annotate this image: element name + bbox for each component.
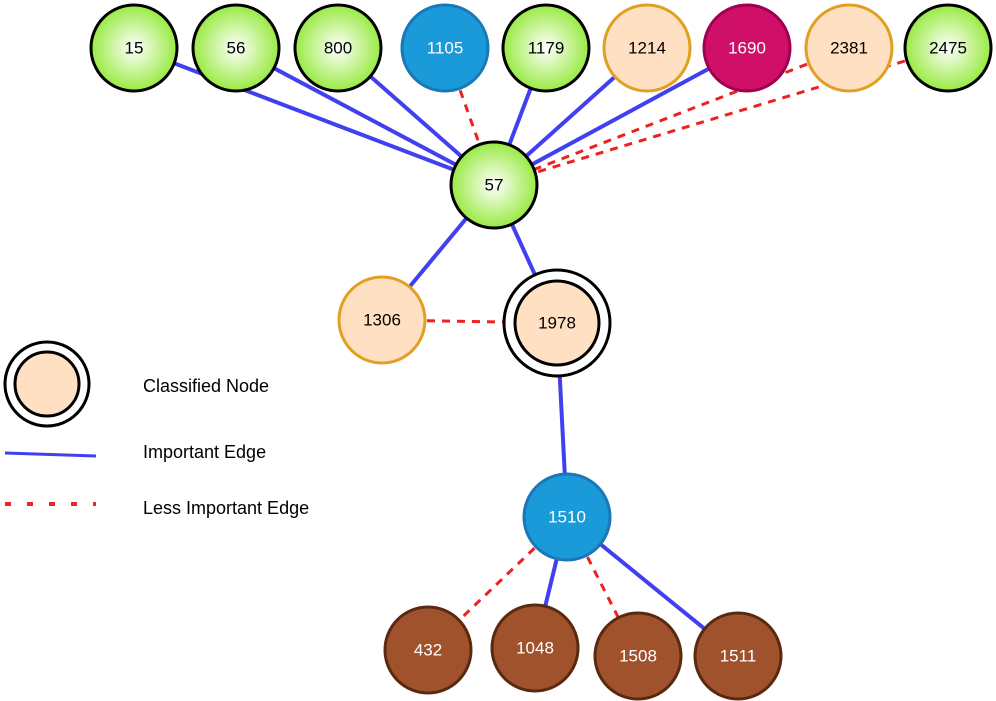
node-432-circle xyxy=(383,605,473,695)
legend-classified-label: Classified Node xyxy=(143,376,269,396)
node-1048: 1048 xyxy=(490,603,580,693)
node-1978-circle xyxy=(513,279,601,367)
node-1511-label: 1511 xyxy=(720,647,757,666)
node-1508-circle xyxy=(593,611,683,701)
node-1179: 1179 xyxy=(501,3,591,93)
node-1978-label: 1978 xyxy=(538,314,576,333)
nodes-layer: 15 56 800 1105 1179 1214 1690 2381 2475 57 1306 197… xyxy=(89,3,993,701)
edge-1690-57 xyxy=(493,46,748,187)
node-56-circle xyxy=(191,3,281,93)
node-1978: 1978 xyxy=(502,268,612,378)
node-2381-label: 2381 xyxy=(830,39,868,58)
node-1105: 1105 xyxy=(400,3,490,93)
node-1105-label: 1105 xyxy=(427,39,464,58)
node-1511-circle xyxy=(693,611,783,701)
node-57: 57 xyxy=(449,140,539,230)
edge-2381-57 xyxy=(493,46,850,187)
node-56: 56 xyxy=(191,3,281,93)
node-2475-circle xyxy=(903,3,993,93)
edge-1510-1508 xyxy=(565,516,640,657)
node-800-label: 800 xyxy=(324,39,352,58)
node-1306-circle xyxy=(337,275,427,365)
node-57-label: 57 xyxy=(485,176,504,195)
node-1510-circle xyxy=(522,472,612,562)
node-2381: 2381 xyxy=(804,3,894,93)
legend-less-important-label: Less Important Edge xyxy=(143,498,309,518)
legend-classified-inner xyxy=(13,350,81,418)
node-800-circle xyxy=(293,3,383,93)
node-1048-label: 1048 xyxy=(516,639,554,658)
node-57-circle xyxy=(449,140,539,230)
legend-important-line xyxy=(4,451,97,458)
node-1510: 1510 xyxy=(522,472,612,562)
node-2475-label: 2475 xyxy=(929,39,967,58)
node-1690-label: 1690 xyxy=(728,39,766,58)
node-56-label: 56 xyxy=(227,39,246,58)
node-1048-circle xyxy=(490,603,580,693)
edge-56-57 xyxy=(235,46,495,187)
node-432: 432 xyxy=(383,605,473,695)
node-1306: 1306 xyxy=(337,275,427,365)
node-1179-label: 1179 xyxy=(528,39,565,58)
node-1105-circle xyxy=(400,3,490,93)
node-1690: 1690 xyxy=(702,3,792,93)
node-1690-circle xyxy=(702,3,792,93)
node-2475: 2475 xyxy=(903,3,993,93)
legend: Classified Node Important Edge Less Impo… xyxy=(3,340,309,518)
node-432-label: 432 xyxy=(414,641,442,660)
node-1306-label: 1306 xyxy=(363,311,401,330)
node-15-label: 15 xyxy=(125,39,144,58)
node-1179-circle xyxy=(501,3,591,93)
node-2381-circle xyxy=(804,3,894,93)
node-1214-label: 1214 xyxy=(628,39,666,58)
node-1508: 1508 xyxy=(593,611,683,701)
node-800: 800 xyxy=(293,3,383,93)
node-15: 15 xyxy=(89,3,179,93)
node-1214: 1214 xyxy=(602,3,692,93)
node-1508-label: 1508 xyxy=(619,647,657,666)
node-1511: 1511 xyxy=(693,611,783,701)
node-1510-label: 1510 xyxy=(548,508,586,527)
legend-important-label: Important Edge xyxy=(143,442,266,462)
edge-15-57 xyxy=(133,46,495,187)
node-15-circle xyxy=(89,3,179,93)
node-1214-circle xyxy=(602,3,692,93)
